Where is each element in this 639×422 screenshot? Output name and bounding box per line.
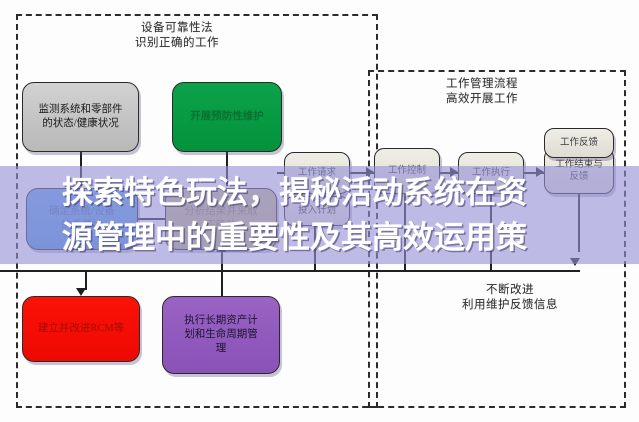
connector-lifecycle-up <box>221 252 223 296</box>
box-preventive-maintenance[interactable]: 开展预防性维护 <box>172 82 282 152</box>
overlay-title: 探索特色玩法，揭秘活动系统在资 源管理中的重要性及其高效运用策 <box>0 168 639 264</box>
box-monitor-condition[interactable]: 监测系统和零部件 的状态/健康状况 <box>22 82 139 152</box>
connector-to-rcm <box>85 270 87 290</box>
right-section-caption: 工作管理流程 高效开展工作 <box>446 78 518 105</box>
arrowhead-to-rcm <box>76 288 86 296</box>
box-lifecycle-management[interactable]: 执行长期资产计 划和生命周期管 理 <box>162 296 280 374</box>
overlay-title-line-1: 探索特色玩法，揭秘活动系统在资 <box>62 175 527 211</box>
left-section-caption: 设备可靠性法 识别正确的工作 <box>135 22 219 49</box>
feedback-bus <box>0 270 580 272</box>
box-establish-rcm[interactable]: 建立并改进RCM等 <box>22 296 140 362</box>
box-work-feedback[interactable]: 工作反馈 <box>544 128 614 158</box>
overlay-title-line-2: 源管理中的重要性及其高效运用策 <box>62 220 527 256</box>
continuous-improvement-caption: 不断改进 利用维护反馈信息 <box>462 284 558 311</box>
